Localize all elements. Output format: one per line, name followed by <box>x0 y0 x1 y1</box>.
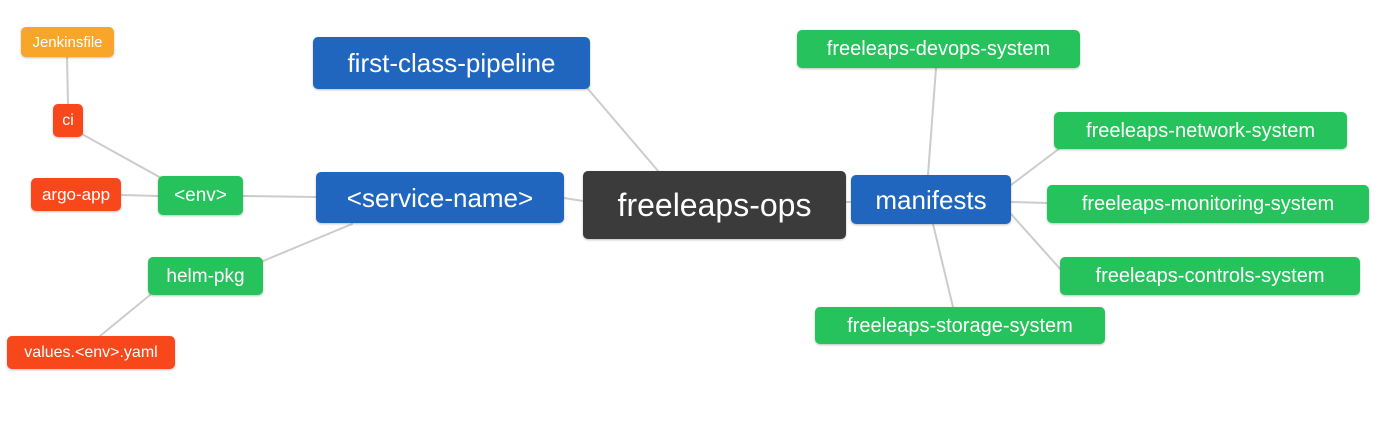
node-jenkinsfile[interactable]: Jenkinsfile <box>21 27 114 57</box>
edge-values-env-yaml-helm-pkg <box>99 294 151 337</box>
edge-helm-pkg-service-name <box>262 223 353 262</box>
node-env[interactable]: <env> <box>158 176 243 215</box>
node-service-name[interactable]: <service-name> <box>316 172 564 223</box>
edge-service-name-freeleaps-ops <box>563 197 584 202</box>
edge-manifests-devops-system <box>927 67 937 176</box>
node-network-system[interactable]: freeleaps-network-system <box>1054 112 1347 149</box>
edge-manifests-storage-system <box>932 223 954 308</box>
node-ci[interactable]: ci <box>53 104 83 137</box>
edge-jenkinsfile-ci <box>66 56 69 105</box>
edge-manifests-monitoring-system <box>1010 201 1048 204</box>
node-monitoring-system[interactable]: freeleaps-monitoring-system <box>1047 185 1369 223</box>
node-manifests[interactable]: manifests <box>851 175 1011 224</box>
node-first-class-pipeline[interactable]: first-class-pipeline <box>313 37 590 89</box>
edge-manifests-network-system <box>1010 147 1061 186</box>
node-controls-system[interactable]: freeleaps-controls-system <box>1060 257 1360 295</box>
edge-first-class-pipeline-freeleaps-ops <box>587 88 660 173</box>
node-devops-system[interactable]: freeleaps-devops-system <box>797 30 1080 68</box>
node-helm-pkg[interactable]: helm-pkg <box>148 257 263 295</box>
node-values-env-yaml[interactable]: values.<env>.yaml <box>7 336 175 369</box>
node-storage-system[interactable]: freeleaps-storage-system <box>815 307 1105 344</box>
node-argo-app[interactable]: argo-app <box>31 178 121 211</box>
edge-ci-env <box>79 132 164 180</box>
edge-env-service-name <box>242 195 317 198</box>
edge-argo-app-env <box>120 194 159 197</box>
node-freeleaps-ops[interactable]: freeleaps-ops <box>583 171 846 239</box>
